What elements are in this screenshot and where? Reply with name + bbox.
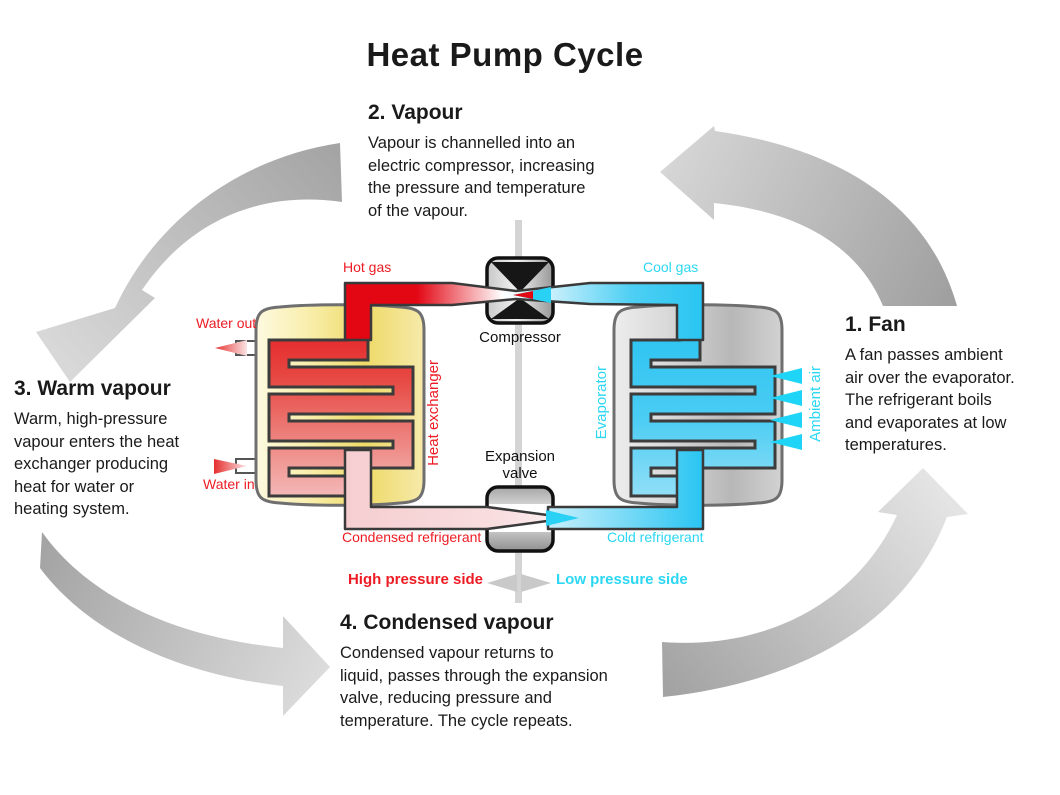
evaporator-coil <box>632 286 774 518</box>
hot-cool-gas-pipe <box>343 281 705 342</box>
evaporator-label: Evaporator <box>593 366 610 440</box>
expansion-flow-arrow-icon <box>546 510 579 526</box>
ambient-air-label: Ambient air <box>807 366 824 442</box>
expansion-valve-label: Expansion valve <box>484 448 556 483</box>
cold-refrigerant-pipe <box>546 448 705 531</box>
water-in-label: Water in <box>203 476 255 492</box>
step-1-heading: 1. Fan <box>845 313 906 336</box>
hot-gas-label: Hot gas <box>343 259 392 275</box>
cycle-arrow-bottom-right-icon <box>662 468 968 697</box>
compressor-label: Compressor <box>479 329 561 346</box>
low-pressure-arrowhead-icon <box>521 574 551 592</box>
cool-gas-label: Cool gas <box>643 259 699 275</box>
heat-exchanger-coil <box>270 286 412 518</box>
condensed-refrigerant-label: Condensed refrigerant <box>342 529 482 545</box>
high-pressure-side-label: High pressure side <box>347 571 483 588</box>
cold-refrigerant-label: Cold refrigerant <box>607 529 704 545</box>
step-3-heading: 3. Warm vapour <box>14 377 171 400</box>
step-4-heading: 4. Condensed vapour <box>340 611 554 634</box>
ambient-air-arrow-icon <box>770 434 802 450</box>
step-1-body: A fan passes ambient air over the evapor… <box>845 346 1015 455</box>
step-3-body: Warm, high-pressure vapour enters the he… <box>14 410 180 519</box>
ambient-air-arrows <box>770 368 802 450</box>
step-4-body: Condensed vapour returns to liquid, pass… <box>340 644 608 730</box>
step-4-condensed-vapour: 4. Condensed vapour Condensed vapour ret… <box>340 611 670 732</box>
ambient-air-arrow-icon <box>770 390 802 406</box>
pressure-divider-line <box>515 220 522 603</box>
water-out-label: Water out <box>196 315 257 331</box>
heat-exchanger-label: Heat exchanger <box>425 360 442 466</box>
water-out-arrow-icon <box>215 340 247 356</box>
page-title: Heat Pump Cycle <box>366 36 644 73</box>
water-in-arrow-icon <box>214 459 247 474</box>
cycle-arrows <box>36 126 968 716</box>
cycle-arrow-top-left-icon <box>36 143 342 382</box>
step-2-body: Vapour is channelled into an electric co… <box>368 134 595 220</box>
cycle-arrow-bottom-left-icon <box>40 532 330 716</box>
low-pressure-side-label: Low pressure side <box>556 571 688 588</box>
ambient-air-arrow-icon <box>770 368 802 384</box>
ambient-air-arrow-icon <box>770 412 802 428</box>
step-2-vapour: 2. Vapour Vapour is channelled into an e… <box>368 101 648 222</box>
compressor-flow-arrow-tip-icon <box>513 291 533 299</box>
compressor-outlet-cone <box>491 298 549 319</box>
step-3-warm-vapour: 3. Warm vapour Warm, high-pressure vapou… <box>14 377 229 521</box>
step-2-heading: 2. Vapour <box>368 101 463 124</box>
cycle-arrow-top-right-icon <box>660 126 957 306</box>
compressor-inlet-cone <box>491 262 549 292</box>
high-pressure-arrowhead-icon <box>487 574 517 592</box>
step-1-fan: 1. Fan A fan passes ambient air over the… <box>845 313 1060 457</box>
